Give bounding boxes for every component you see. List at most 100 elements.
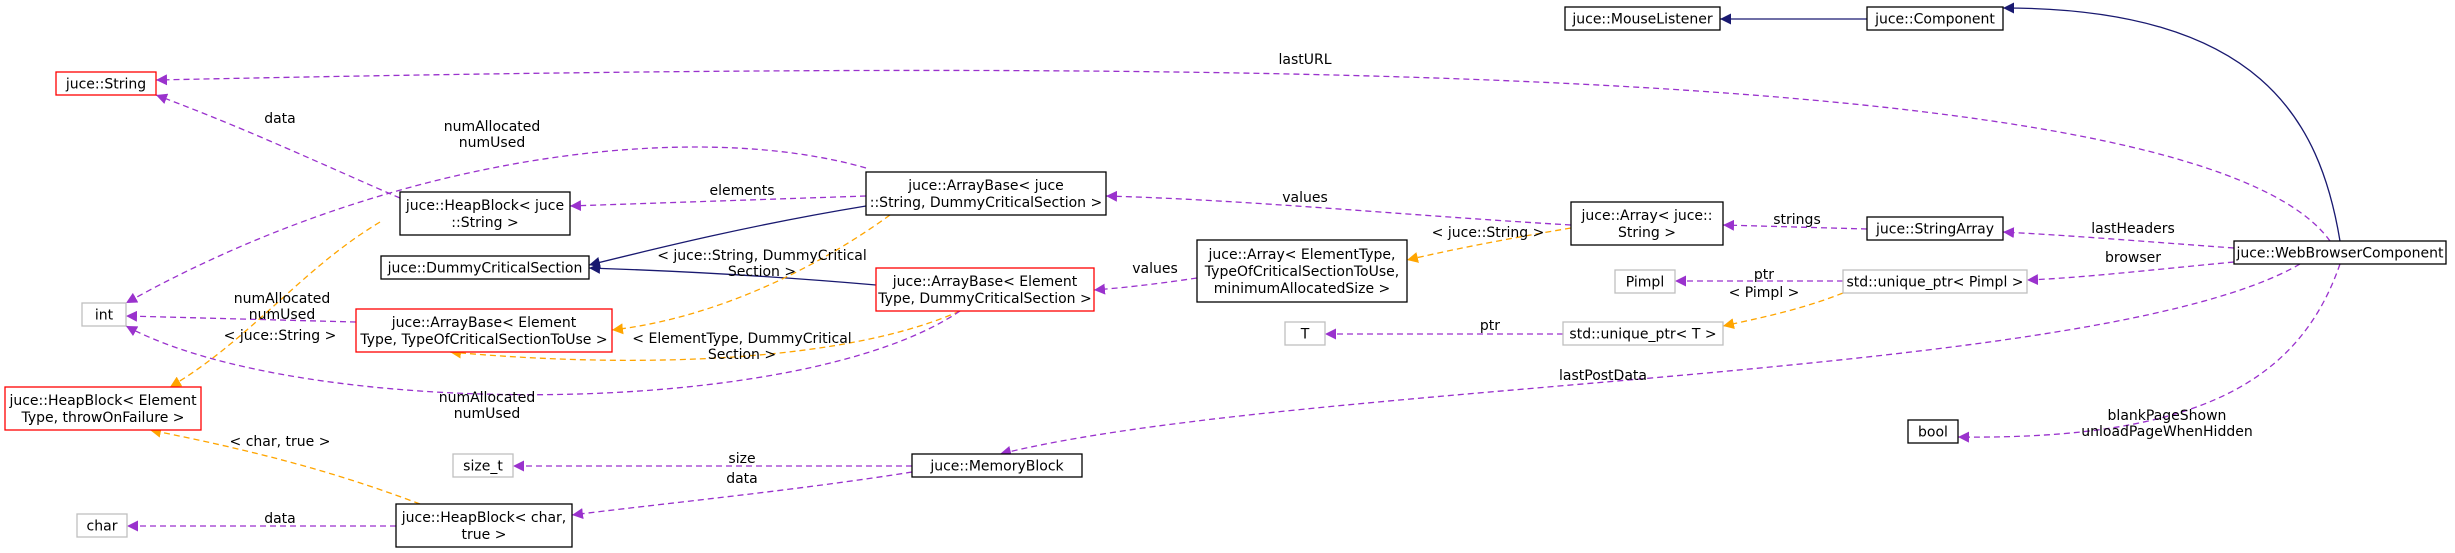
node-bool[interactable]: bool [1907,419,1959,444]
node-heapblock-string[interactable]: juce::HeapBlock< juce::String > [399,191,571,236]
edge-label-ptr-t: ptr [1480,318,1500,334]
edge-webbrowser-browser [2026,261,2235,286]
node-box [81,302,127,327]
edge-label-size: size [728,451,755,467]
edge-webbrowser-lasturl [155,69,2331,242]
edge-label-char-true: < char, true > [230,434,331,450]
node-box [1842,269,2028,294]
edge-label-data-memory-block: data [726,471,758,487]
node-int[interactable]: int [81,302,127,327]
node-web-browser-component[interactable]: juce::WebBrowserComponent [2233,240,2447,265]
node-label: juce::HeapBlock< juce::String > [405,198,564,231]
node-arraybase-string[interactable]: juce::ArrayBase< juce::String, DummyCrit… [865,171,1107,216]
node-box [1866,6,2004,31]
edge-label-values-array-string: values [1282,190,1328,206]
edge-memoryblock-heapblock-data [571,471,913,520]
edge-int-from-arraybase-template [125,310,357,323]
node-box [380,255,590,280]
node-label: int [95,308,114,324]
edge-label-values-arraybase-et: values [1132,261,1178,277]
edge-label-strings: strings [1773,212,1820,228]
node-box [1866,216,2004,241]
node-box [76,513,128,538]
edge-arraybase-template-string-dummy [611,214,891,335]
node-size-t[interactable]: size_t [452,453,514,478]
node-t[interactable]: T [1284,321,1326,346]
edge-arraybase-et-int-numallocated [125,310,961,396]
node-mouse-listener[interactable]: juce::MouseListener [1564,6,1721,31]
node-string-array[interactable]: juce::StringArray [1866,216,2004,241]
node-heapblock-char[interactable]: juce::HeapBlock< char,true > [395,503,573,548]
edge-label-ptr-pimpl: ptr [1754,267,1774,283]
node-memory-block[interactable]: juce::MemoryBlock [911,453,1083,478]
edge-label-last-headers: lastHeaders [2091,221,2175,237]
node-box [1562,321,1724,346]
edge-dummy-inherit-arraybase [588,205,867,268]
node-box [875,267,1095,312]
node-pimpl[interactable]: Pimpl [1614,269,1676,294]
node-box [1614,269,1676,294]
node-label: juce::Component [1874,12,1995,28]
node-box [55,71,157,96]
node-label: juce::Array< ElementType,TypeOfCriticalS… [1204,247,1399,297]
edge-heapblock-template-string [169,221,381,388]
node-char[interactable]: char [76,513,128,538]
edge-webbrowser-laststring-headers [2002,227,2235,249]
node-label: size_t [463,459,503,475]
node-dummy-critical-section[interactable]: juce::DummyCriticalSection [380,255,590,280]
node-string[interactable]: juce::String [55,71,157,96]
edge-heapblock-data [155,93,401,199]
node-array-template[interactable]: juce::Array< ElementType,TypeOfCriticalS… [1196,239,1408,303]
edge-label-data-char: data [264,511,296,527]
node-label: std::unique_ptr< T > [1569,327,1716,343]
edge-component-to-webbrowser [2002,2,2341,242]
node-label: juce::HeapBlock< char,true > [401,510,567,543]
edge-arraybase-int-numallocated [125,146,867,304]
node-unique-ptr-pimpl[interactable]: std::unique_ptr< Pimpl > [1842,269,2028,294]
node-component[interactable]: juce::Component [1866,6,2004,31]
edge-heapblock-char-template [149,426,421,505]
node-box [1196,239,1408,303]
edge-uniqueptr-template-pimpl [1722,292,1844,330]
edge-label-elements: elements [709,183,774,199]
node-array-string[interactable]: juce::Array< juce::String > [1570,201,1724,246]
node-label: juce::StringArray [1875,222,1994,238]
node-box [1907,419,1959,444]
node-box [395,503,573,548]
edge-webbrowser-lastpostdata [999,263,2301,457]
edge-label-juce-string-template: < juce::String > [1432,225,1545,241]
edge-stringarray-array-strings [1722,219,1868,231]
node-unique-ptr-t[interactable]: std::unique_ptr< T > [1562,321,1724,346]
edge-label-last-post-data: lastPostData [1559,368,1647,384]
edge-array-template-arraybase-values [1093,277,1198,295]
edge-array-arraybase-values [1105,190,1572,226]
node-box [355,308,613,353]
node-label: juce::WebBrowserComponent [2235,246,2444,262]
node-box [1284,321,1326,346]
edge-label-juce-string-heapblock: < juce::String > [224,328,337,344]
edge-label-data-heapblock-string: data [264,111,296,127]
edge-label-pimpl-template: < Pimpl > [1729,285,1800,301]
edge-array-template-arraystring [1406,227,1572,263]
node-label: char [87,519,118,535]
node-label: juce::Array< juce::String > [1581,208,1713,241]
node-box [1570,201,1724,246]
node-label: juce::DummyCriticalSection [387,261,583,277]
node-label: bool [1918,425,1948,441]
node-box [2233,240,2447,265]
node-box [911,453,1083,478]
node-label: T [1300,327,1310,343]
edge-dummy-inherit-arraybase-et [588,262,877,286]
node-box [452,453,514,478]
node-box [1564,6,1721,31]
